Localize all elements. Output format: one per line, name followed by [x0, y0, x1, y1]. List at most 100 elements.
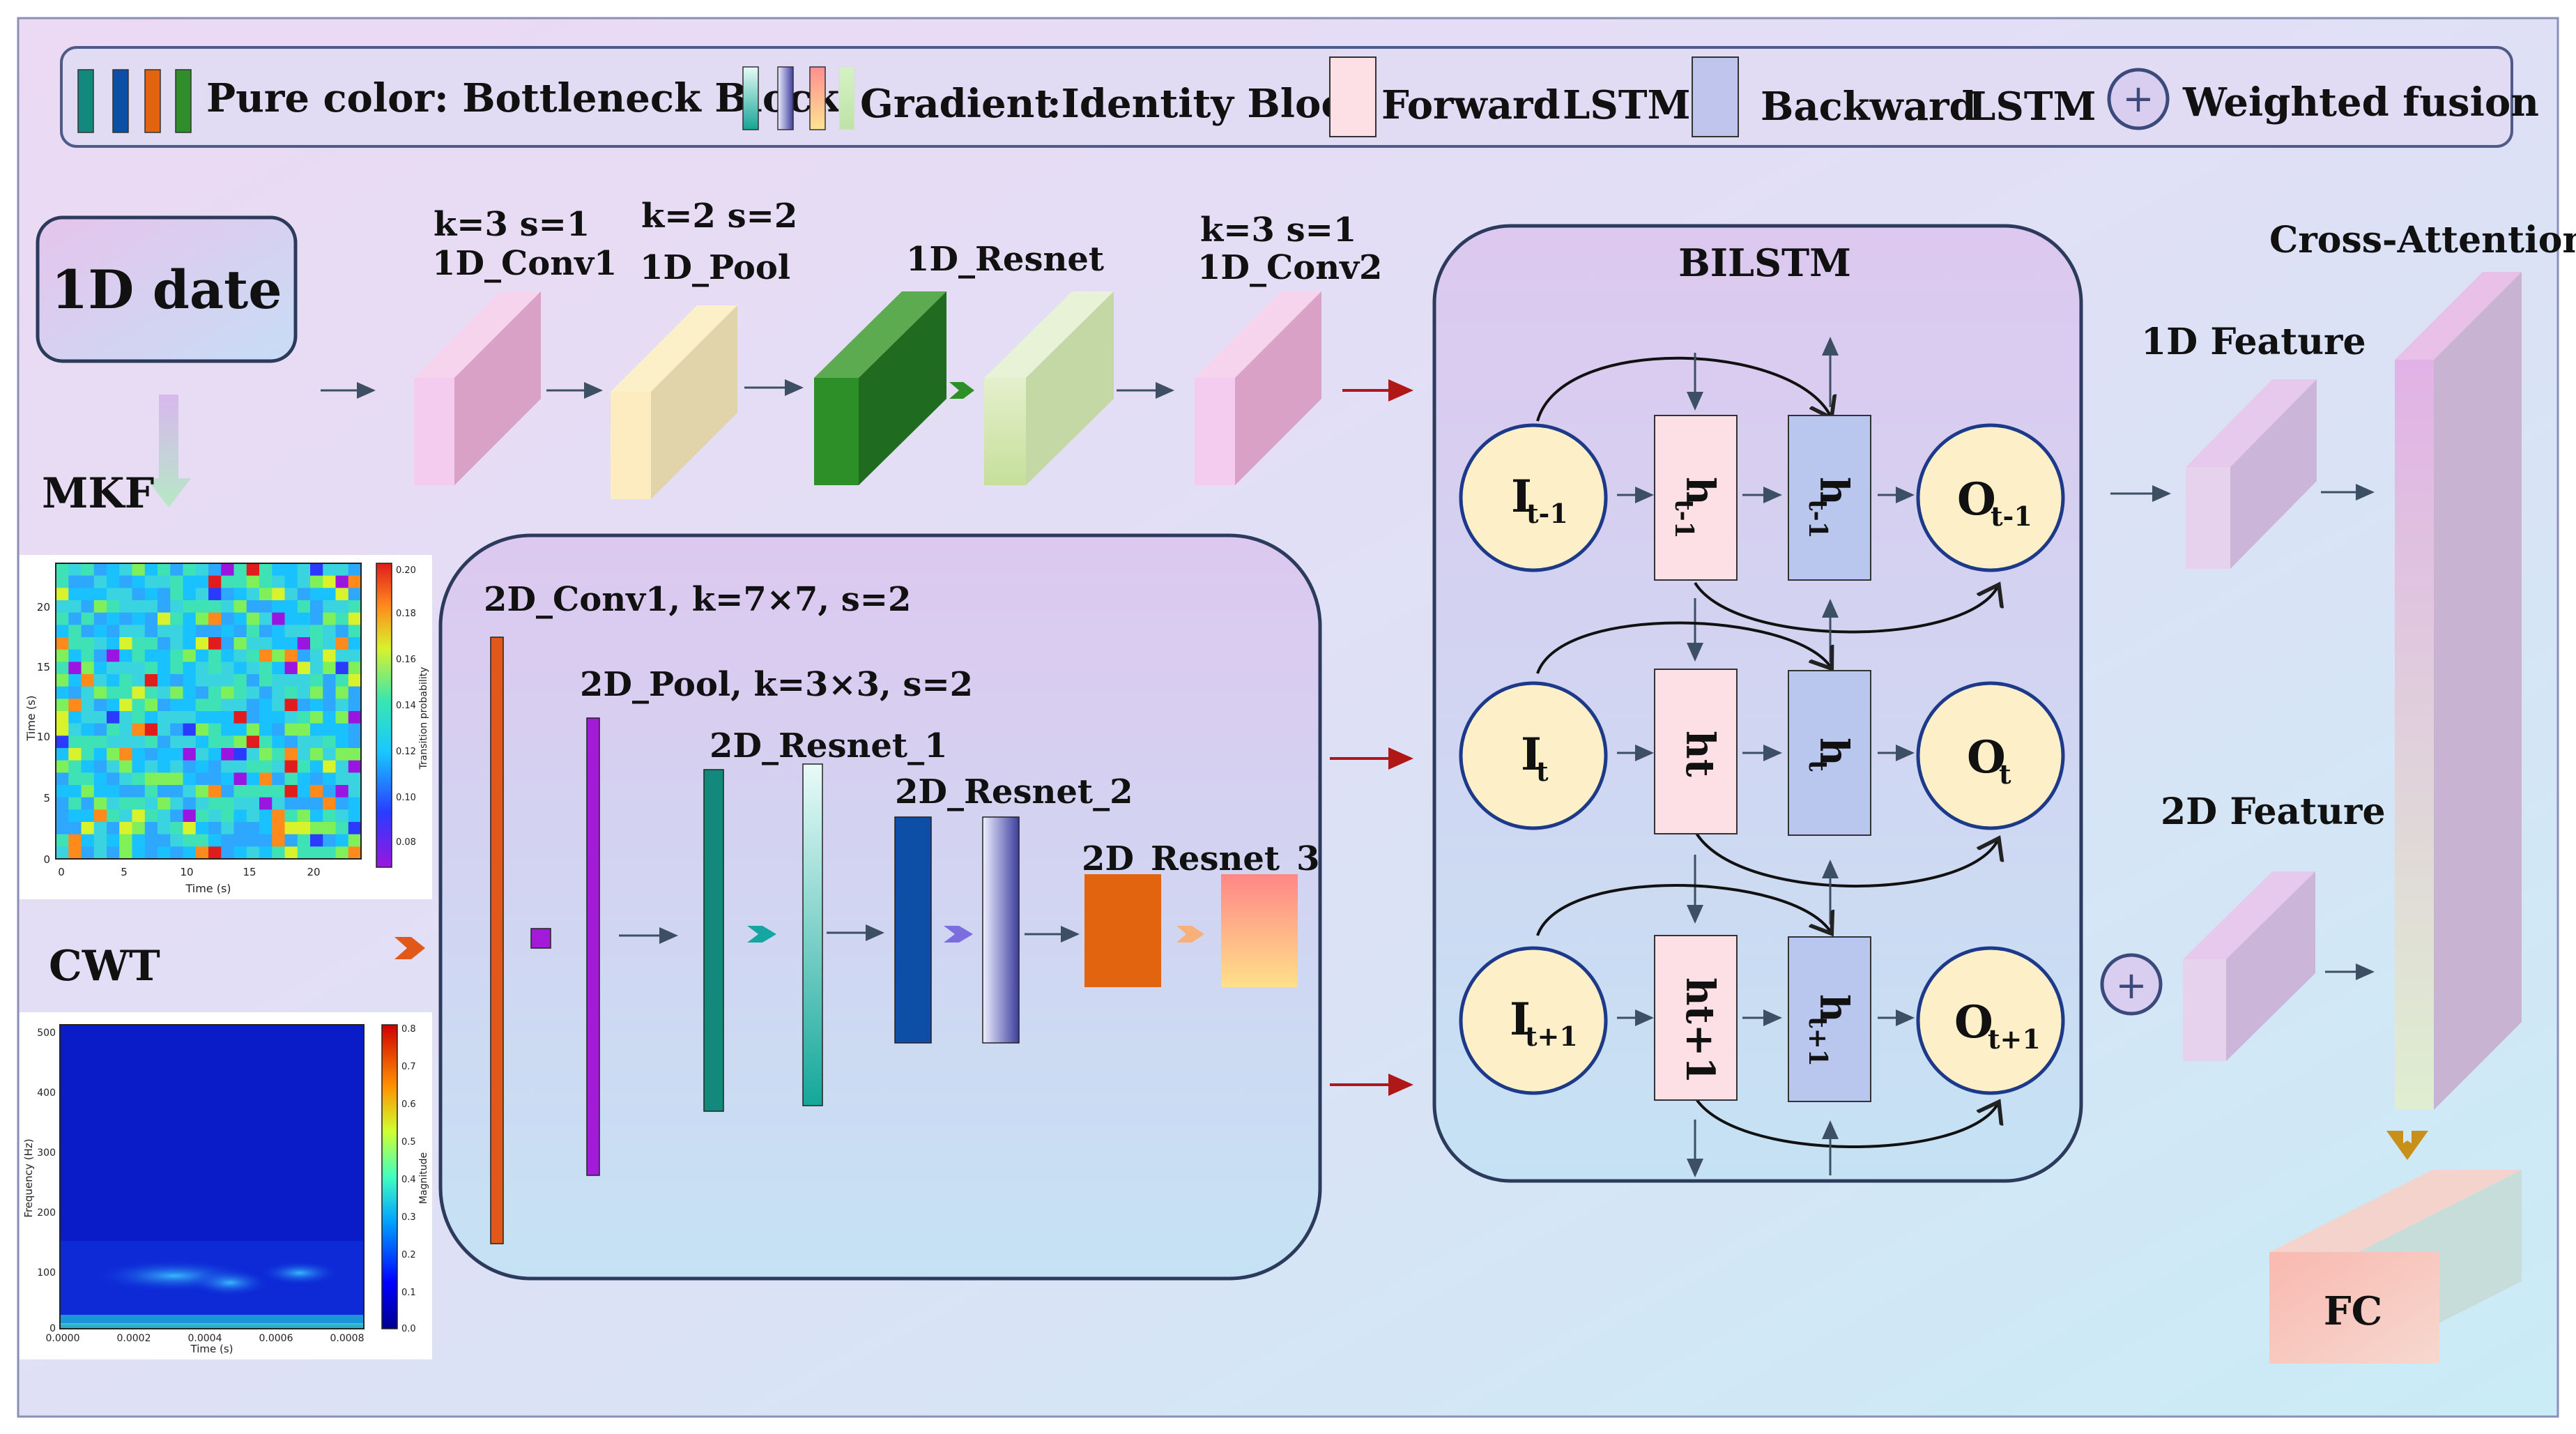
legend-fusion-icon: [2107, 68, 2170, 130]
heatmap-cell: [246, 649, 260, 662]
heatmap-cell: [183, 711, 197, 724]
heatmap-cell: [297, 600, 311, 613]
heatmap-cell: [310, 760, 323, 773]
heatmap-cell: [144, 834, 158, 847]
heatmap-cell: [348, 723, 362, 736]
heatmap-cell: [195, 735, 209, 749]
heatmap-cell: [297, 723, 311, 736]
heatmap-cell: [284, 809, 298, 823]
cwt-yticks: 500 400 300 200 100 0: [37, 1028, 56, 1334]
heatmap-cell: [297, 785, 311, 798]
heatmap-cell: [56, 748, 69, 761]
heatmap-cell: [93, 748, 107, 761]
heatmap-cell: [68, 662, 82, 675]
heatmap-cell: [348, 699, 362, 712]
heatmap-cell: [195, 612, 209, 625]
heatmap-cell: [335, 711, 349, 724]
heatmap-cell: [183, 748, 197, 761]
heatmap-cell: [170, 735, 183, 749]
heatmap-cell: [335, 809, 349, 823]
conv1-params: k=3 s=1: [434, 205, 590, 244]
heatmap-cell: [93, 612, 107, 625]
heatmap-cell: [119, 711, 132, 724]
heatmap-cell: [144, 612, 158, 625]
heatmap-cell: [284, 822, 298, 835]
heatmap-cell: [335, 575, 349, 588]
heatmap-cell: [233, 575, 247, 588]
heatmap-cell: [195, 575, 209, 588]
heatmap-cell: [348, 846, 362, 860]
heatmap-cell: [132, 563, 146, 577]
heatmap-cell: [233, 588, 247, 601]
heatmap-cell: [81, 588, 95, 601]
heatmap-cell: [119, 772, 132, 786]
heatmap-cell: [68, 735, 82, 749]
heatmap-cell: [93, 575, 107, 588]
svg-text:t-1: t-1: [1669, 499, 1699, 539]
heatmap-cell: [310, 575, 323, 588]
heatmap-cell: [272, 662, 285, 675]
heatmap-cell: [208, 662, 222, 675]
heatmap-cell: [348, 772, 362, 786]
heatmap-cell: [259, 785, 273, 798]
forward-lstm-t-1: [1654, 415, 1738, 581]
heatmap-cell: [195, 785, 209, 798]
heatmap-cell: [272, 625, 285, 638]
heatmap-cell: [272, 649, 285, 662]
heatmap-cell: [335, 686, 349, 699]
heatmap-cell: [348, 785, 362, 798]
heatmap-cell: [259, 822, 273, 835]
heatmap-cell: [195, 649, 209, 662]
heatmap-cell: [246, 600, 260, 613]
heatmap-cell: [170, 686, 183, 699]
heatmap-cell: [81, 797, 95, 810]
conv2d-label: 2D_Conv1, k=7×7, s=2: [484, 580, 911, 619]
heatmap-cell: [81, 625, 95, 638]
cwt-xlabel: Time (s): [190, 1343, 233, 1355]
svg-text:t+1: t+1: [1803, 1016, 1832, 1067]
heatmap-cell: [170, 797, 183, 810]
heatmap-cell: [310, 711, 323, 724]
heatmap-cell: [323, 662, 336, 675]
heatmap-cell: [233, 809, 247, 823]
heatmap-cell: [221, 723, 234, 736]
pool-block: [611, 305, 737, 499]
mkf-cbar-ticks: 0.20 0.18 0.16 0.14 0.12 0.10 0.08: [396, 565, 416, 848]
heatmap-cell: [119, 588, 132, 601]
legend: Pure color: Bottleneck Block Gradient :I…: [60, 46, 2539, 148]
heatmap-cell: [208, 809, 222, 823]
heatmap-cell: [158, 575, 171, 588]
heatmap-cell: [221, 662, 234, 675]
heatmap-cell: [310, 686, 323, 699]
heatmap-cell: [208, 785, 222, 798]
svg-text:0.0004: 0.0004: [188, 1333, 222, 1344]
heatmap-cell: [81, 612, 95, 625]
heatmap-cell: [284, 625, 298, 638]
heatmap-cell: [348, 711, 362, 724]
heatmap-cell: [56, 612, 69, 625]
heatmap-cell: [323, 760, 336, 773]
branch-2d: 2D_Conv1, k=7×7, s=2 2D_Pool, k=3×3, s=2…: [438, 533, 1322, 1281]
heatmap-cell: [170, 674, 183, 687]
svg-text:t: t: [1536, 756, 1549, 787]
heatmap-cell: [348, 625, 362, 638]
heatmap-cell: [233, 846, 247, 860]
heatmap-cell: [195, 723, 209, 736]
heatmap-cell: [56, 785, 69, 798]
svg-text:h: h: [1811, 738, 1857, 766]
heatmap-cell: [221, 809, 234, 823]
heatmap-cell: [81, 686, 95, 699]
heatmap-cell: [158, 846, 171, 860]
heatmap-cell: [284, 834, 298, 847]
heatmap-cell: [208, 723, 222, 736]
heatmap-cell: [233, 612, 247, 625]
svg-text:0: 0: [58, 866, 65, 878]
heatmap-cell: [107, 588, 120, 601]
heatmap-cell: [221, 563, 234, 577]
mkf-ylabel: Time (s): [24, 695, 38, 741]
legend-backward-swatch: [1692, 56, 1739, 137]
heatmap-cell: [170, 760, 183, 773]
heatmap-cell: [170, 600, 183, 613]
heatmap-cell: [246, 625, 260, 638]
